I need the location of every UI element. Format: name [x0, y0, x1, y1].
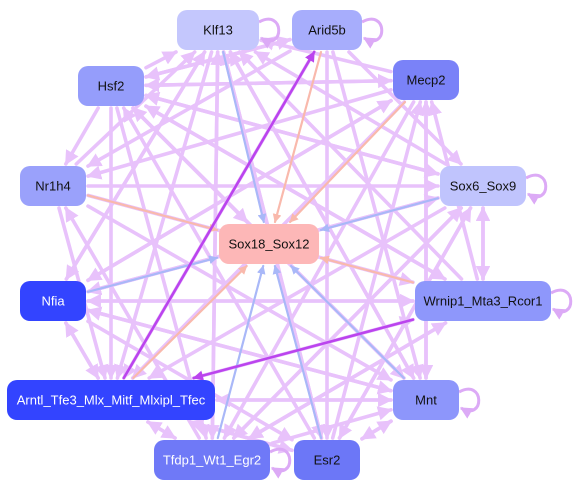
edge-mnt-to-nfia: [86, 306, 393, 393]
node-box-nr1h4[interactable]: [20, 166, 86, 206]
edge-sox6_sox9-to-klf13: [253, 50, 448, 166]
edge-mecp2-to-klf13: [259, 36, 393, 74]
edge-arntl-to-arid5b: [122, 50, 316, 380]
edge-sox6_sox9-to-sox18_sox12: [319, 197, 440, 233]
node-mnt[interactable]: Mnt: [393, 380, 459, 420]
edge-tfdp1-to-klf13: [210, 50, 225, 440]
edge-tfdp1-to-mnt: [270, 406, 393, 446]
edge-esr2-to-mecp2: [330, 100, 424, 440]
node-box-hsf2[interactable]: [78, 66, 144, 106]
node-label-mecp2: Mecp2: [406, 73, 445, 88]
node-label-hsf2: Hsf2: [98, 79, 125, 94]
node-box-sox6_sox9[interactable]: [440, 166, 526, 206]
node-box-wrnip1[interactable]: [415, 281, 551, 321]
node-nr1h4[interactable]: Nr1h4: [20, 166, 86, 206]
node-label-nr1h4: Nr1h4: [35, 179, 70, 194]
node-box-sox18_sox12[interactable]: [219, 224, 319, 264]
node-label-sox18_sox12: Sox18_Sox12: [229, 237, 310, 252]
self-loop-sox6_sox9: [525, 173, 548, 205]
edge-wrnip1-to-hsf2: [144, 104, 447, 281]
node-label-klf13: Klf13: [203, 23, 233, 38]
node-arid5b[interactable]: Arid5b: [292, 10, 362, 50]
edge-nfia-to-mecp2: [86, 98, 393, 283]
edge-tfdp1-to-sox18_sox12: [216, 264, 266, 440]
edge-nr1h4-to-sox18_sox12: [86, 194, 219, 233]
node-tfdp1[interactable]: Tfdp1_Wt1_Egr2: [154, 440, 270, 480]
edge-esr2-to-hsf2: [121, 106, 317, 440]
node-label-arntl: Arntl_Tfe3_Mlx_Mitf_Mlxipl_Tfec: [17, 393, 206, 408]
self-loop-wrnip1: [550, 288, 573, 320]
node-hsf2[interactable]: Hsf2: [78, 66, 144, 106]
node-sox18_sox12[interactable]: Sox18_Sox12: [219, 224, 319, 264]
node-label-sox6_sox9: Sox6_Sox9: [450, 179, 517, 194]
edge-nr1h4-to-mnt: [86, 204, 393, 382]
edge-tfdp1-to-arntl: [146, 420, 177, 440]
node-box-arid5b[interactable]: [292, 10, 362, 50]
node-mecp2[interactable]: Mecp2: [393, 60, 459, 100]
self-loop-mnt: [458, 387, 481, 419]
node-box-tfdp1[interactable]: [154, 440, 270, 480]
edge-arntl-to-nfia: [64, 321, 100, 380]
node-box-esr2[interactable]: [294, 440, 360, 480]
edge-nfia-to-klf13: [64, 50, 207, 281]
edge-mecp2-to-sox18_sox12: [289, 100, 406, 224]
self-loop-tfdp1: [269, 447, 292, 479]
edge-sox6_sox9-to-arntl: [147, 206, 447, 380]
node-sox6_sox9[interactable]: Sox6_Sox9: [440, 166, 526, 206]
self-loop-klf13: [258, 17, 281, 49]
edge-mnt-to-sox18_sox12: [290, 264, 405, 380]
node-box-nfia[interactable]: [20, 281, 86, 321]
node-label-mnt: Mnt: [415, 393, 437, 408]
edge-sox6_sox9-to-hsf2: [144, 91, 440, 176]
node-wrnip1[interactable]: Wrnip1_Mta3_Rcor1: [415, 281, 551, 321]
edge-esr2-to-mnt: [360, 419, 393, 441]
node-esr2[interactable]: Esr2: [294, 440, 360, 480]
node-label-nfia: Nfia: [41, 294, 65, 309]
node-label-arid5b: Arid5b: [308, 23, 346, 38]
node-label-esr2: Esr2: [314, 453, 341, 468]
edge-nfia-to-sox18_sox12: [86, 255, 219, 293]
node-box-klf13[interactable]: [177, 10, 259, 50]
edge-wrnip1-to-arntl: [192, 318, 415, 381]
self-loops-layer: [258, 17, 573, 479]
edge-mnt-to-klf13: [228, 50, 416, 380]
edge-arntl-to-sox18_sox12: [132, 264, 248, 380]
edge-arid5b-to-sox18_sox12: [272, 50, 323, 224]
edge-klf13-to-sox18_sox12: [222, 50, 267, 224]
node-klf13[interactable]: Klf13: [177, 10, 259, 50]
edge-hsf2-to-nr1h4: [64, 106, 100, 166]
node-box-mecp2[interactable]: [393, 60, 459, 100]
edge-hsf2-to-klf13: [144, 50, 178, 70]
node-arntl[interactable]: Arntl_Tfe3_Mlx_Mitf_Mlxipl_Tfec: [7, 380, 215, 420]
self-loop-arid5b: [361, 17, 384, 49]
edge-esr2-to-sox18_sox12: [272, 264, 323, 440]
edge-wrnip1-to-sox18_sox12: [319, 255, 415, 284]
node-box-arntl[interactable]: [7, 380, 215, 420]
node-label-tfdp1: Tfdp1_Wt1_Egr2: [163, 453, 261, 468]
node-nfia[interactable]: Nfia: [20, 281, 86, 321]
edge-esr2-to-arntl: [188, 418, 294, 453]
node-box-mnt[interactable]: [393, 380, 459, 420]
node-label-wrnip1: Wrnip1_Mta3_Rcor1: [424, 294, 543, 309]
